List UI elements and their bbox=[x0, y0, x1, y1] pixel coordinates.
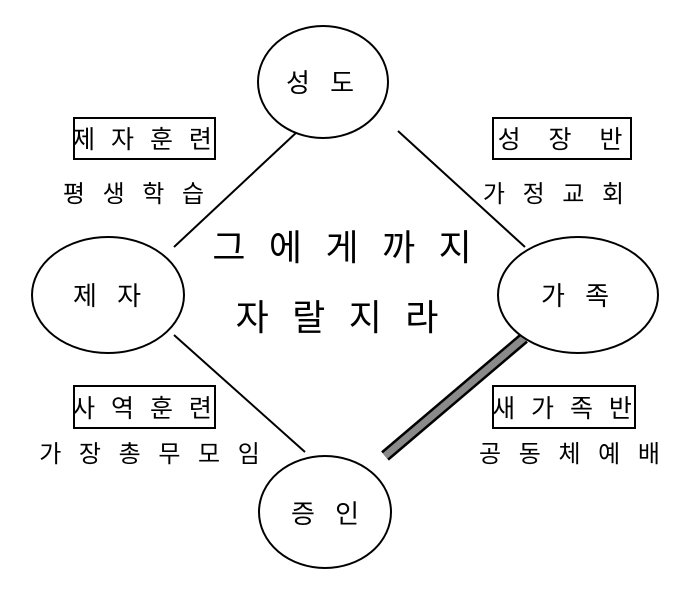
node-right-ellipse bbox=[497, 236, 659, 354]
box-bottom-left-label: 사 역 훈 련 bbox=[72, 394, 216, 423]
node-left-ellipse bbox=[31, 236, 185, 354]
sub-bottom-right: 공 동 체 예 배 bbox=[479, 440, 665, 468]
sub-bottom-left: 가 장 총 무 모 임 bbox=[39, 440, 265, 468]
box-top-right-label: 성 장 반 bbox=[498, 125, 627, 154]
box-top-left-label: 제 자 훈 련 bbox=[72, 125, 216, 154]
node-bottom-ellipse bbox=[258, 455, 392, 569]
box-bottom-left bbox=[73, 385, 216, 429]
edge-top-left bbox=[173, 130, 299, 248]
center-line-1: 그 에 게 까 지 bbox=[212, 228, 477, 269]
node-top-label: 성 도 bbox=[286, 69, 360, 99]
box-top-left bbox=[73, 117, 216, 160]
edge-right-bottom-inner bbox=[382, 335, 527, 459]
edge-left-bottom bbox=[173, 334, 306, 453]
node-left-label: 제 자 bbox=[73, 282, 147, 312]
node-top-ellipse bbox=[257, 25, 389, 139]
sub-top-left: 평 생 학 습 bbox=[63, 180, 209, 208]
center-line-2: 자 랄 지 라 bbox=[236, 298, 445, 339]
sub-top-right: 가 정 교 회 bbox=[483, 180, 629, 208]
box-bottom-right bbox=[492, 385, 636, 429]
box-top-right bbox=[492, 117, 632, 160]
node-right-label: 가 족 bbox=[541, 282, 615, 312]
box-bottom-right-label: 새 가 족 반 bbox=[492, 394, 636, 423]
node-bottom-label: 증 인 bbox=[291, 500, 365, 530]
edge-top-right bbox=[397, 130, 526, 248]
